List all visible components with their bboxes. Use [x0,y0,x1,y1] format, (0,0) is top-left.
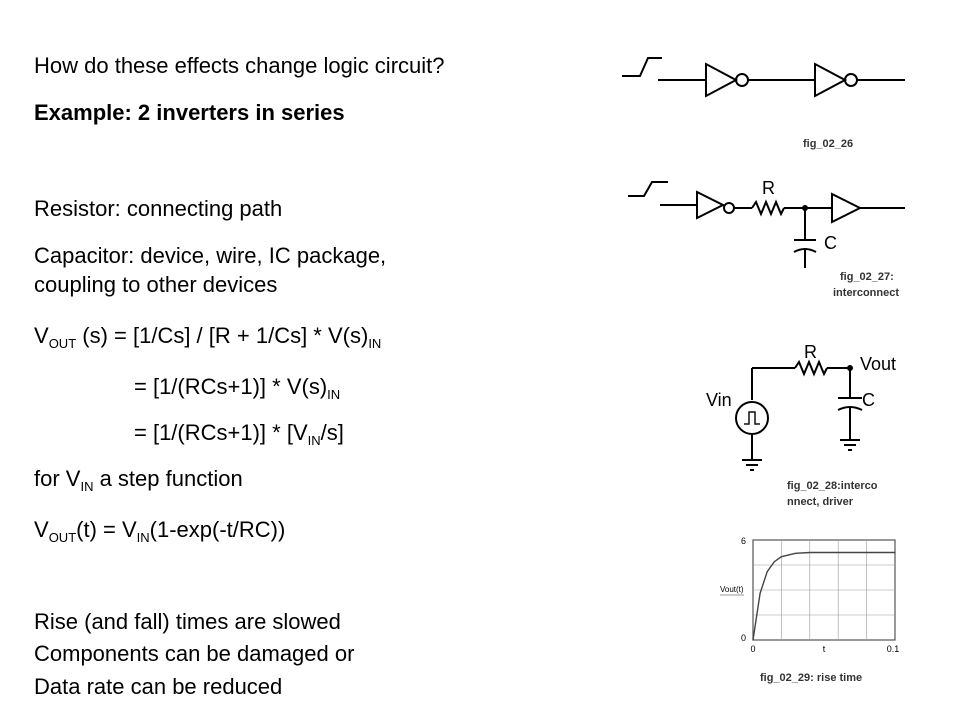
chart-data-point [759,592,761,594]
equation-vout-s: VOUT (s) = [1/Cs] / [R + 1/Cs] * V(s)IN [34,323,382,351]
chart-data-point [894,551,896,554]
fig28-source [735,401,769,435]
step-function-text: for VIN a step function [34,466,243,494]
fig27-c-label: C [824,233,837,253]
fig28-r-label: R [804,342,817,362]
chart-data-point [809,551,811,554]
fig28-caption-2: nnect, driver [787,496,854,508]
x-tick-label: 0.1 [887,644,900,654]
equation-step-3: = [1/(RCs+1)] * [VIN/s] [134,420,344,448]
chart-data-point [837,551,839,554]
capacitor-text-2: coupling to other devices [34,272,278,297]
fig26-inverter-1 [705,62,739,98]
fig28-vout-label: Vout [860,354,896,374]
fig27-inverter-1 [696,190,726,220]
fig27-inverter-2 [831,192,863,224]
fig27-bubble-1 [723,202,735,214]
chart-data-point [795,552,797,554]
chart-data-point [866,551,868,554]
fig28-resistor [794,359,828,377]
chart-grid [753,540,895,640]
rise-time-text: Rise (and fall) times are slowed [34,609,341,634]
fig26-inverters-diagram [622,57,905,98]
fig27-r-label: R [762,178,775,198]
fig27-interconnect-diagram [628,181,905,268]
fig28-c-label: C [862,390,875,410]
equation-vout-t: VOUT(t) = VIN(1-exp(-t/RC)) [34,517,286,545]
fig28-caption-1: fig_02_28:interco [787,480,878,492]
fig26-caption: fig_02_26 [803,138,854,150]
fig26-step-symbol [622,57,662,77]
fig29-rise-time-chart: 6 0 0 t 0.1 Vout(t) [720,536,899,654]
capacitor-text-1: Capacitor: device, wire, IC package, [34,243,387,268]
fig28-vin-label: Vin [706,390,732,410]
fig27-resistor [751,199,785,217]
equation-step-2: = [1/(RCs+1)] * V(s)IN [134,374,341,402]
data-rate-text: Data rate can be reduced [34,674,283,699]
fig27-step-symbol [628,181,668,197]
example-heading: Example: 2 inverters in series [34,100,345,125]
fig29-caption: fig_02_29: rise time [760,672,863,684]
fig27-caption-2: interconnect [833,287,900,299]
chart-series-curve [752,551,895,641]
chart-data-point [752,639,754,641]
y-tick-label: 6 [741,536,746,546]
chart-data-point [766,571,768,573]
x-tick-label: t [823,644,826,654]
y-tick-label: 0 [741,633,746,643]
fig28-driver-diagram [735,359,863,471]
fig26-inverter-2 [814,62,848,98]
fig27-caption-1: fig_02_27: [840,271,894,283]
x-tick-label: 0 [750,644,755,654]
damage-text: Components can be damaged or [34,641,355,666]
y-axis-label: Vout(t) [720,585,744,594]
chart-data-point [773,561,775,563]
question-text: How do these effects change logic circui… [34,53,445,78]
resistor-text: Resistor: connecting path [34,196,283,221]
chart-data-point [780,556,783,558]
